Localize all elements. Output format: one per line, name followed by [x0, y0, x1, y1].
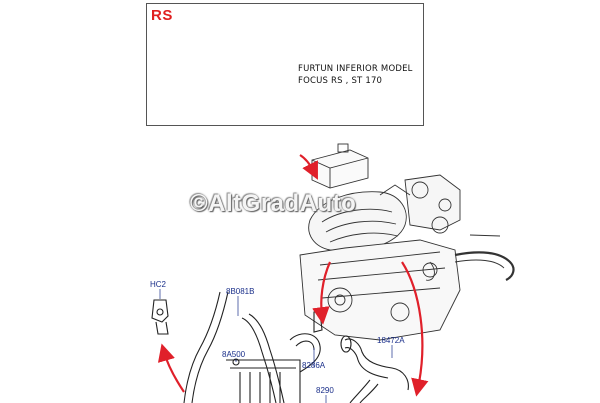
- callout-18472a: 18472A: [377, 336, 405, 345]
- callout-8a500: 8A500: [222, 350, 246, 359]
- inset-frame: [146, 3, 424, 126]
- rs-model-tag: RS: [151, 7, 173, 24]
- callout-8286a: 8286A: [302, 361, 326, 370]
- callout-8290: 8290: [316, 386, 334, 395]
- arrow-hc2: [157, 343, 185, 393]
- callout-hc2: HC2: [150, 280, 167, 289]
- model-note-line1: FURTUN INFERIOR MODEL: [298, 64, 413, 74]
- arrow-engine-right: [401, 261, 429, 397]
- watermark: ©AltGradAuto: [190, 190, 357, 217]
- model-note: FURTUN INFERIOR MODEL FOCUS RS , ST 170: [298, 63, 413, 87]
- arrow-engine-left: [312, 261, 332, 325]
- arrow-inset-to-engine: [299, 154, 318, 180]
- engine-assembly-drawing: [299, 143, 515, 341]
- leader-lines: [159, 289, 393, 403]
- callout-8b081b: 8B081B: [226, 287, 255, 296]
- hose-assemblies-drawing: [151, 291, 409, 403]
- callout-arrows: [157, 154, 429, 397]
- model-note-line2: FOCUS RS , ST 170: [298, 76, 383, 86]
